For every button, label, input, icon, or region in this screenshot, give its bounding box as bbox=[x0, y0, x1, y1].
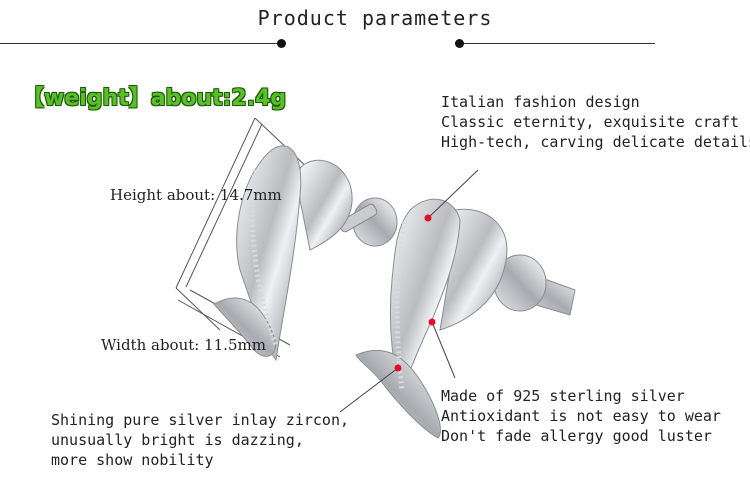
design-line-2: Classic eternity, exquisite craft bbox=[441, 113, 740, 131]
stone-features: Shining pure silver inlay zircon, unusua… bbox=[51, 410, 349, 470]
material-line-2: Antioxidant is not easy to wear bbox=[441, 407, 721, 425]
right-earring bbox=[355, 198, 576, 439]
stone-line-3: more show nobility bbox=[51, 451, 214, 469]
stone-line-2: unusually bright is dazzing, bbox=[51, 431, 304, 449]
callout-dot-design bbox=[424, 214, 432, 222]
weight-label: 【weight】about:2.4g bbox=[22, 86, 287, 111]
header-rule-left bbox=[0, 43, 283, 44]
header-dot-right bbox=[455, 39, 464, 48]
callout-lines bbox=[339, 169, 479, 413]
callout-dot-stones bbox=[394, 364, 402, 372]
design-line-1: Italian fashion design bbox=[441, 93, 640, 111]
left-earring bbox=[213, 145, 398, 362]
height-label: Height about: 14.7mm bbox=[110, 186, 282, 204]
stone-line-1: Shining pure silver inlay zircon, bbox=[51, 411, 350, 429]
design-features: Italian fashion design Classic eternity,… bbox=[441, 92, 750, 152]
material-line-1: Made of 925 sterling silver bbox=[441, 387, 685, 405]
material-line-3: Don't fade allergy good luster bbox=[441, 427, 712, 445]
header-dot-left bbox=[277, 39, 286, 48]
material-features: Made of 925 sterling silver Antioxidant … bbox=[441, 386, 721, 446]
callout-dot-material bbox=[428, 318, 436, 326]
header-rule-right bbox=[460, 43, 655, 44]
page-title: Product parameters bbox=[257, 6, 493, 30]
width-label: Width about: 11.5mm bbox=[101, 336, 266, 354]
design-line-3: High-tech, carving delicate details bbox=[441, 133, 750, 151]
